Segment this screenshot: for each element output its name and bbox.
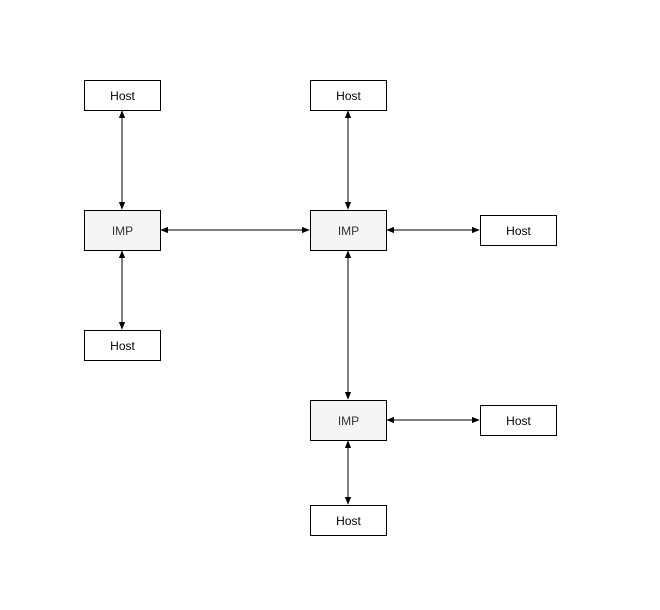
imp-node-bottom[interactable]: IMP (310, 400, 387, 441)
node-label: Host (336, 513, 361, 528)
host-node-right-lower[interactable]: Host (480, 405, 557, 436)
node-label: Host (506, 413, 531, 428)
host-node-bottom[interactable]: Host (310, 505, 387, 536)
node-label: Host (110, 338, 135, 353)
node-label: IMP (337, 223, 360, 238)
imp-node-left[interactable]: IMP (84, 210, 161, 251)
host-node-top-left[interactable]: Host (84, 80, 161, 111)
imp-node-middle[interactable]: IMP (310, 210, 387, 251)
node-label: Host (110, 88, 135, 103)
node-label: IMP (337, 413, 360, 428)
node-label: IMP (111, 223, 134, 238)
host-node-bottom-left[interactable]: Host (84, 330, 161, 361)
node-label: Host (336, 88, 361, 103)
node-label: Host (506, 223, 531, 238)
host-node-top-middle[interactable]: Host (310, 80, 387, 111)
host-node-right-upper[interactable]: Host (480, 215, 557, 246)
